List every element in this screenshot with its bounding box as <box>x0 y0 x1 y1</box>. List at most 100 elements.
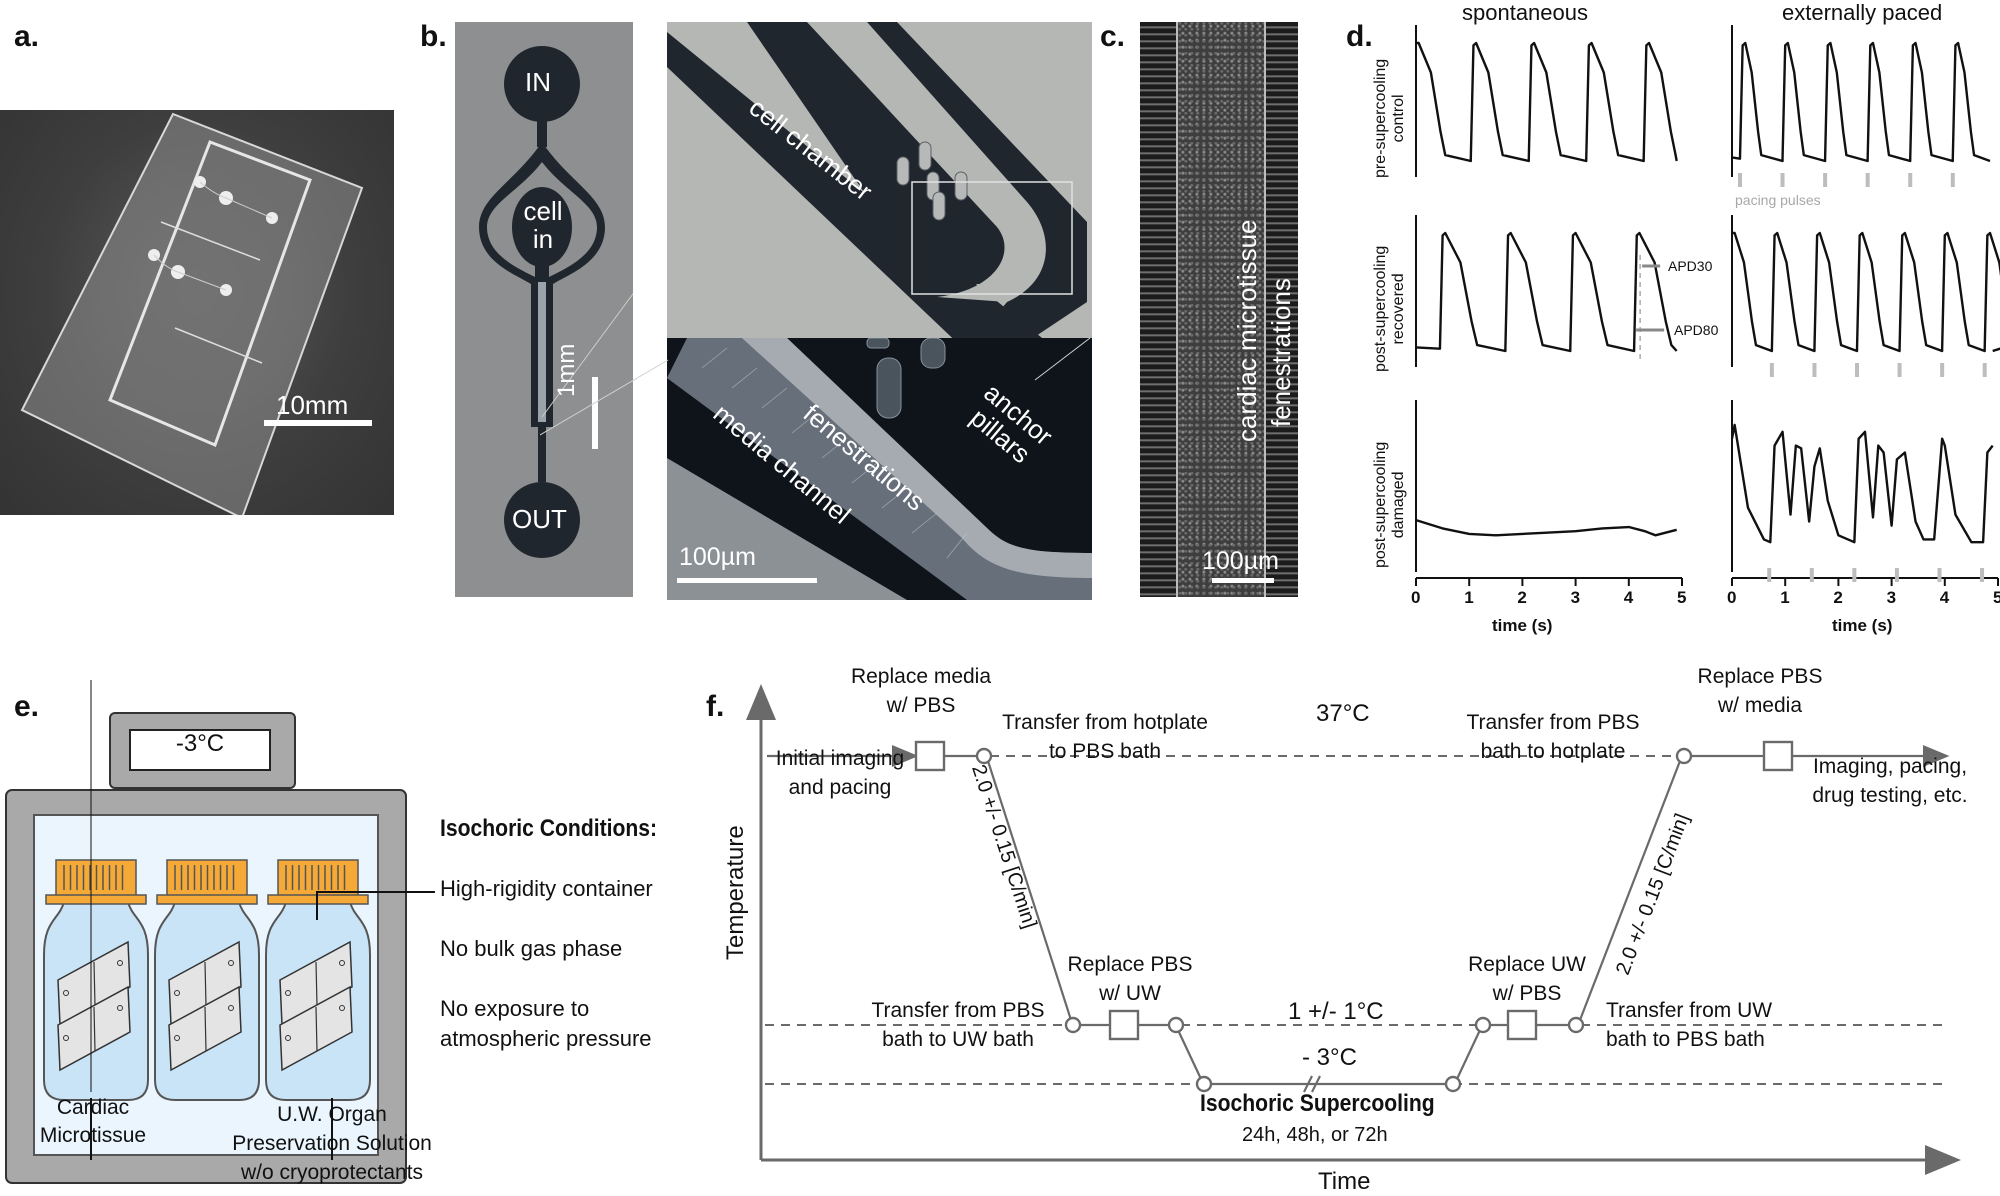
chip-divider <box>315 1006 318 1052</box>
cell-inlet-label: cell in <box>523 196 563 254</box>
x-tick-label: 4 <box>1623 588 1634 607</box>
cell-chamber-zoom: cell chamber <box>667 22 1092 350</box>
chip-divider <box>315 961 318 1007</box>
chip-port <box>228 1005 234 1011</box>
chip-port <box>174 1035 180 1041</box>
condition-rigidity: High-rigidity container <box>440 876 653 901</box>
cardiac-microtissue-label: cardiac microtissue <box>1232 219 1262 442</box>
node <box>1195 1075 1213 1093</box>
trace-spontaneous-control <box>1416 41 1678 163</box>
scale-label-c: 100µm <box>1202 547 1279 575</box>
fenestration-zoom: fenestrations media channel anchor pilla… <box>667 338 1092 600</box>
x-tick-label: 0 <box>1411 588 1421 607</box>
chip-divider <box>204 961 207 1007</box>
scale-bar-a <box>264 420 372 426</box>
trace-spontaneous-recovered <box>1415 231 1678 353</box>
chip-layout: IN cell in OUT 1mm <box>455 22 676 597</box>
temperature-axis-label: Temperature <box>722 825 749 960</box>
chip-divider <box>93 961 96 1007</box>
bottle-cap-rim <box>45 894 147 905</box>
fenestrations-label-c: fenestrations <box>1266 278 1296 427</box>
action-potential-traces <box>1415 25 2000 586</box>
chip-port <box>117 960 123 966</box>
chip-port <box>285 990 291 996</box>
trace-paced-control <box>1731 41 1991 163</box>
supercooling-title: Isochoric Supercooling <box>1200 1090 1435 1117</box>
apd80-label: APD80 <box>1674 322 1719 338</box>
node <box>1474 1016 1492 1034</box>
node <box>1064 1016 1082 1034</box>
isochoric-conditions-title: Isochoric Conditions: <box>440 815 658 842</box>
outlet-label: OUT <box>512 504 567 534</box>
isochoric-callout-line <box>316 891 435 920</box>
node <box>1567 1016 1585 1034</box>
xlabel-spontaneous: time (s) <box>1492 616 1553 635</box>
fenestration-drawing <box>667 338 1092 600</box>
tissue-strip <box>1176 22 1266 597</box>
level-minus3c-label: - 3°C <box>1302 1044 1357 1071</box>
x-tick-label: 3 <box>1570 588 1581 607</box>
device-photo-drawing <box>20 112 372 520</box>
column-title-spontaneous: spontaneous <box>1462 0 1588 25</box>
trace-spontaneous-damaged <box>1415 518 1677 537</box>
scale-bar-chip <box>592 377 598 449</box>
chip-port <box>228 960 234 966</box>
panel-c-label: c. <box>1100 20 1126 53</box>
temperature-readout: -3°C <box>175 730 225 757</box>
step-replace-uw-pbs <box>1506 1009 1538 1041</box>
node <box>1444 1075 1462 1093</box>
step-replace-media <box>914 740 946 772</box>
supercooling-durations: 24h, 48h, or 72h <box>1242 1124 1388 1146</box>
apd30-label: APD30 <box>1668 258 1713 274</box>
trace-paced-recovered <box>1732 231 2000 353</box>
level-1c-label: 1 +/- 1°C <box>1288 998 1384 1025</box>
x-tick-label: 4 <box>1939 588 1950 607</box>
column-title-paced: externally paced <box>1782 0 1943 25</box>
scale-bar-zoom <box>677 578 817 583</box>
supercooling-chamber-illustration <box>5 680 435 1184</box>
chip-port <box>339 960 345 966</box>
x-tick-label: 5 <box>1993 588 2000 607</box>
condition-exposure-1: No exposure to <box>440 996 590 1021</box>
condition-exposure-2: atmospheric pressure <box>440 1026 652 1051</box>
panel-b-label: b. <box>420 20 447 53</box>
condition-gas: No bulk gas phase <box>440 936 623 961</box>
x-tick-label: 1 <box>1780 588 1790 607</box>
panel-f-label: f. <box>706 690 725 723</box>
panel-e-label: e. <box>14 690 40 723</box>
pacing-pulses-label: pacing pulses <box>1735 192 1821 208</box>
chip-drawing <box>479 46 676 558</box>
zoom-connector-lines <box>540 337 1091 436</box>
panel-a-label: a. <box>14 20 40 53</box>
chip-divider <box>93 1006 96 1052</box>
panel-d-label: d. <box>1346 20 1373 53</box>
chip-divider <box>204 1006 207 1052</box>
inlet-label: IN <box>525 67 551 97</box>
scale-bar-a-label: 10mm <box>276 390 349 420</box>
cell-chamber-drawing <box>667 22 1087 350</box>
x-tick-label: 1 <box>1464 588 1474 607</box>
node <box>975 747 993 765</box>
node <box>1167 1016 1185 1034</box>
x-tick-label: 2 <box>1517 588 1527 607</box>
scale-bar-c <box>1212 578 1274 583</box>
chip-port <box>117 1005 123 1011</box>
step-replace-pbs-media <box>1762 740 1794 772</box>
protocol-timeline <box>746 684 1961 1175</box>
x-tick-label: 0 <box>1727 588 1737 607</box>
trace-paced-damaged <box>1730 423 1994 544</box>
x-tick-label: 5 <box>1677 588 1687 607</box>
node <box>1675 747 1693 765</box>
ramp-up <box>1578 760 1682 1021</box>
microtissue-micrograph: cardiac microtissue fenestrations 100µm <box>1140 22 1298 597</box>
